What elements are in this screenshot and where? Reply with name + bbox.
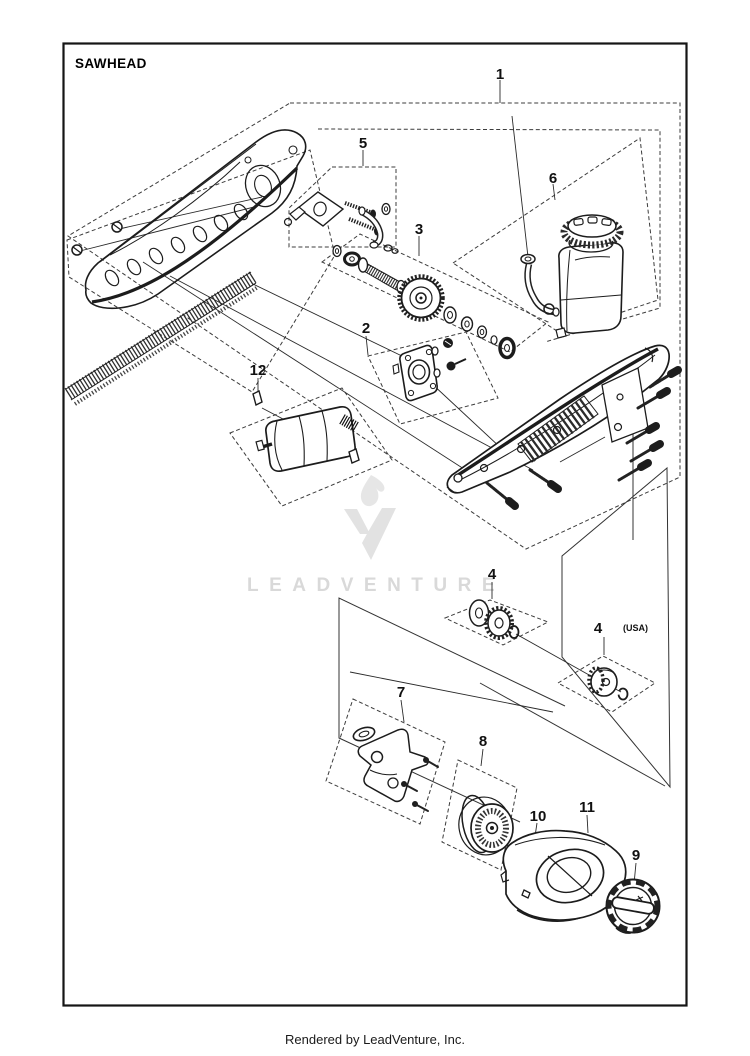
screw bbox=[485, 481, 519, 510]
tall-perspective-box bbox=[561, 466, 671, 789]
callout-4usa[interactable]: 4 bbox=[594, 620, 603, 637]
group-box-4usa bbox=[556, 655, 656, 713]
callout-11[interactable]: 11 bbox=[579, 799, 595, 816]
sawhead-cover-left-drawing bbox=[71, 129, 307, 310]
group-box-cover bbox=[66, 149, 336, 393]
footer-credit: Rendered by LeadVenture, Inc. bbox=[285, 1032, 465, 1047]
callout-8[interactable]: 8 bbox=[479, 733, 487, 750]
group-box-8 bbox=[441, 759, 518, 871]
callout-4[interactable]: 4 bbox=[488, 566, 497, 583]
sprocket-usa-drawing bbox=[587, 666, 629, 701]
screw bbox=[648, 366, 682, 389]
group-box-inner bbox=[317, 128, 661, 343]
group-box-1 bbox=[67, 102, 681, 550]
screw bbox=[629, 440, 664, 463]
group-box-2 bbox=[367, 331, 499, 425]
bearing-plate-drawing bbox=[392, 338, 467, 402]
bar-mount-plate-drawing bbox=[352, 726, 439, 812]
callout-5[interactable]: 5 bbox=[359, 135, 367, 152]
dowel-pin bbox=[252, 389, 263, 407]
callout-6[interactable]: 6 bbox=[549, 170, 557, 187]
callout-4usa-suffix: (USA) bbox=[623, 623, 648, 633]
oil-pump-drawing bbox=[283, 191, 399, 254]
sprocket-cover-drawing bbox=[500, 829, 627, 922]
page-title: SAWHEAD bbox=[75, 56, 147, 71]
group-box-5 bbox=[288, 166, 397, 248]
callout-2[interactable]: 2 bbox=[362, 320, 370, 337]
screw bbox=[617, 459, 652, 482]
screw bbox=[636, 387, 671, 410]
group-box-motor bbox=[229, 387, 393, 507]
dowel-pin bbox=[348, 448, 360, 464]
perspective-boxes bbox=[338, 387, 671, 823]
group-box-7 bbox=[325, 698, 446, 825]
callout-12[interactable]: 12 bbox=[250, 362, 267, 379]
watermark-text: LEADVENTURE bbox=[247, 575, 505, 596]
sawhead-housing-right-drawing bbox=[446, 344, 670, 494]
motor-pinion bbox=[339, 414, 359, 432]
gear-shaft-drawing bbox=[332, 244, 516, 360]
watermark-logo-icon bbox=[344, 475, 396, 560]
callout-9[interactable]: 9 bbox=[632, 847, 640, 864]
sprocket-kit-drawing bbox=[468, 599, 520, 640]
cover-screw bbox=[71, 221, 123, 256]
guide-bar-rack-drawing bbox=[64, 271, 260, 406]
hose-grommet bbox=[520, 253, 536, 265]
tensioner-knob-drawing bbox=[605, 878, 661, 934]
motor-drawing bbox=[252, 389, 360, 473]
perspective-line bbox=[479, 682, 666, 787]
oil-tank-drawing bbox=[520, 214, 624, 339]
callout-3[interactable]: 3 bbox=[415, 221, 423, 238]
clutch-drum-drawing bbox=[458, 794, 514, 856]
screw bbox=[625, 422, 660, 445]
screw bbox=[528, 468, 562, 493]
group-7-perspective-box bbox=[338, 597, 566, 823]
housing-screws bbox=[485, 366, 682, 510]
callout-1[interactable]: 1 bbox=[496, 66, 504, 83]
plate-screws bbox=[401, 757, 439, 812]
callout-10[interactable]: 10 bbox=[530, 808, 547, 825]
callout-7[interactable]: 7 bbox=[397, 684, 405, 701]
